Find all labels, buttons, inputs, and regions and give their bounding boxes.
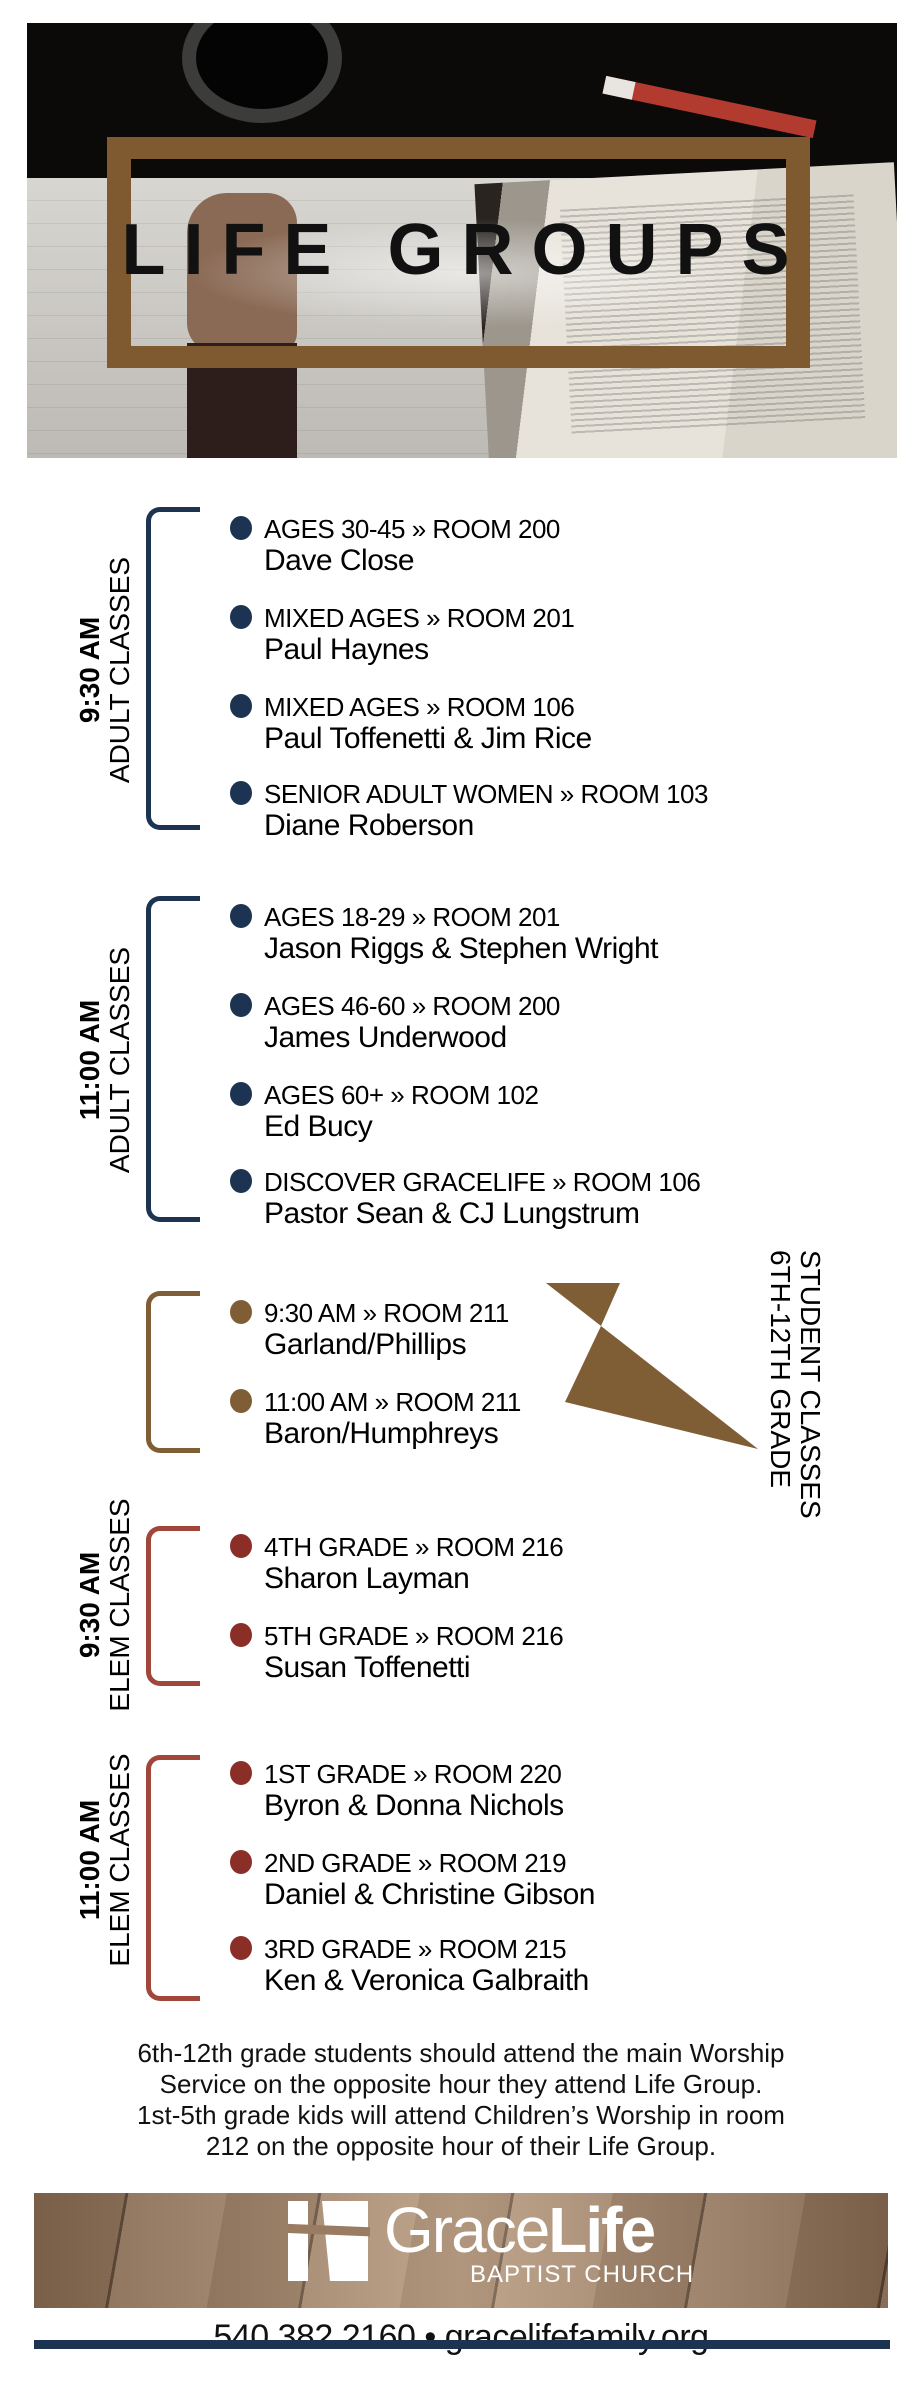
bracket — [146, 507, 200, 830]
bullet-icon — [230, 1761, 252, 1785]
bullet-icon — [230, 1169, 252, 1193]
footer-rule — [34, 2340, 890, 2349]
bullet-icon — [230, 904, 252, 928]
coffee-mug — [182, 23, 342, 123]
bracket — [146, 896, 200, 1222]
bullet-icon — [230, 1082, 252, 1106]
cross-icon — [288, 2201, 370, 2281]
contact-line: 540.382.2160 • gracelifefamily.org — [0, 2318, 922, 2357]
church-logo: GraceLife BAPTIST CHURCH — [288, 2195, 708, 2301]
footer-banner: GraceLife BAPTIST CHURCH — [34, 2193, 888, 2308]
page-title: LIFE GROUPS — [121, 210, 808, 290]
bracket — [146, 1526, 200, 1686]
bracket — [146, 1755, 200, 2001]
website-link[interactable]: gracelifefamily.org — [444, 2318, 709, 2356]
bullet-icon — [230, 605, 252, 629]
bullet-icon — [230, 1300, 252, 1324]
bullet-icon — [230, 694, 252, 718]
bullet-icon — [230, 1389, 252, 1413]
bullet-icon — [230, 516, 252, 540]
bracket — [146, 1291, 200, 1453]
attendance-note: 6th-12th grade students should attend th… — [137, 2038, 785, 2161]
bullet-icon — [230, 1623, 252, 1647]
title-frame — [107, 137, 810, 368]
bullet-icon — [230, 781, 252, 805]
bullet-icon — [230, 1850, 252, 1874]
bullet-icon — [230, 1936, 252, 1960]
separator: • — [424, 2318, 436, 2356]
bullet-icon — [230, 1534, 252, 1558]
bullet-icon — [230, 993, 252, 1017]
phone-number: 540.382.2160 — [213, 2318, 416, 2356]
